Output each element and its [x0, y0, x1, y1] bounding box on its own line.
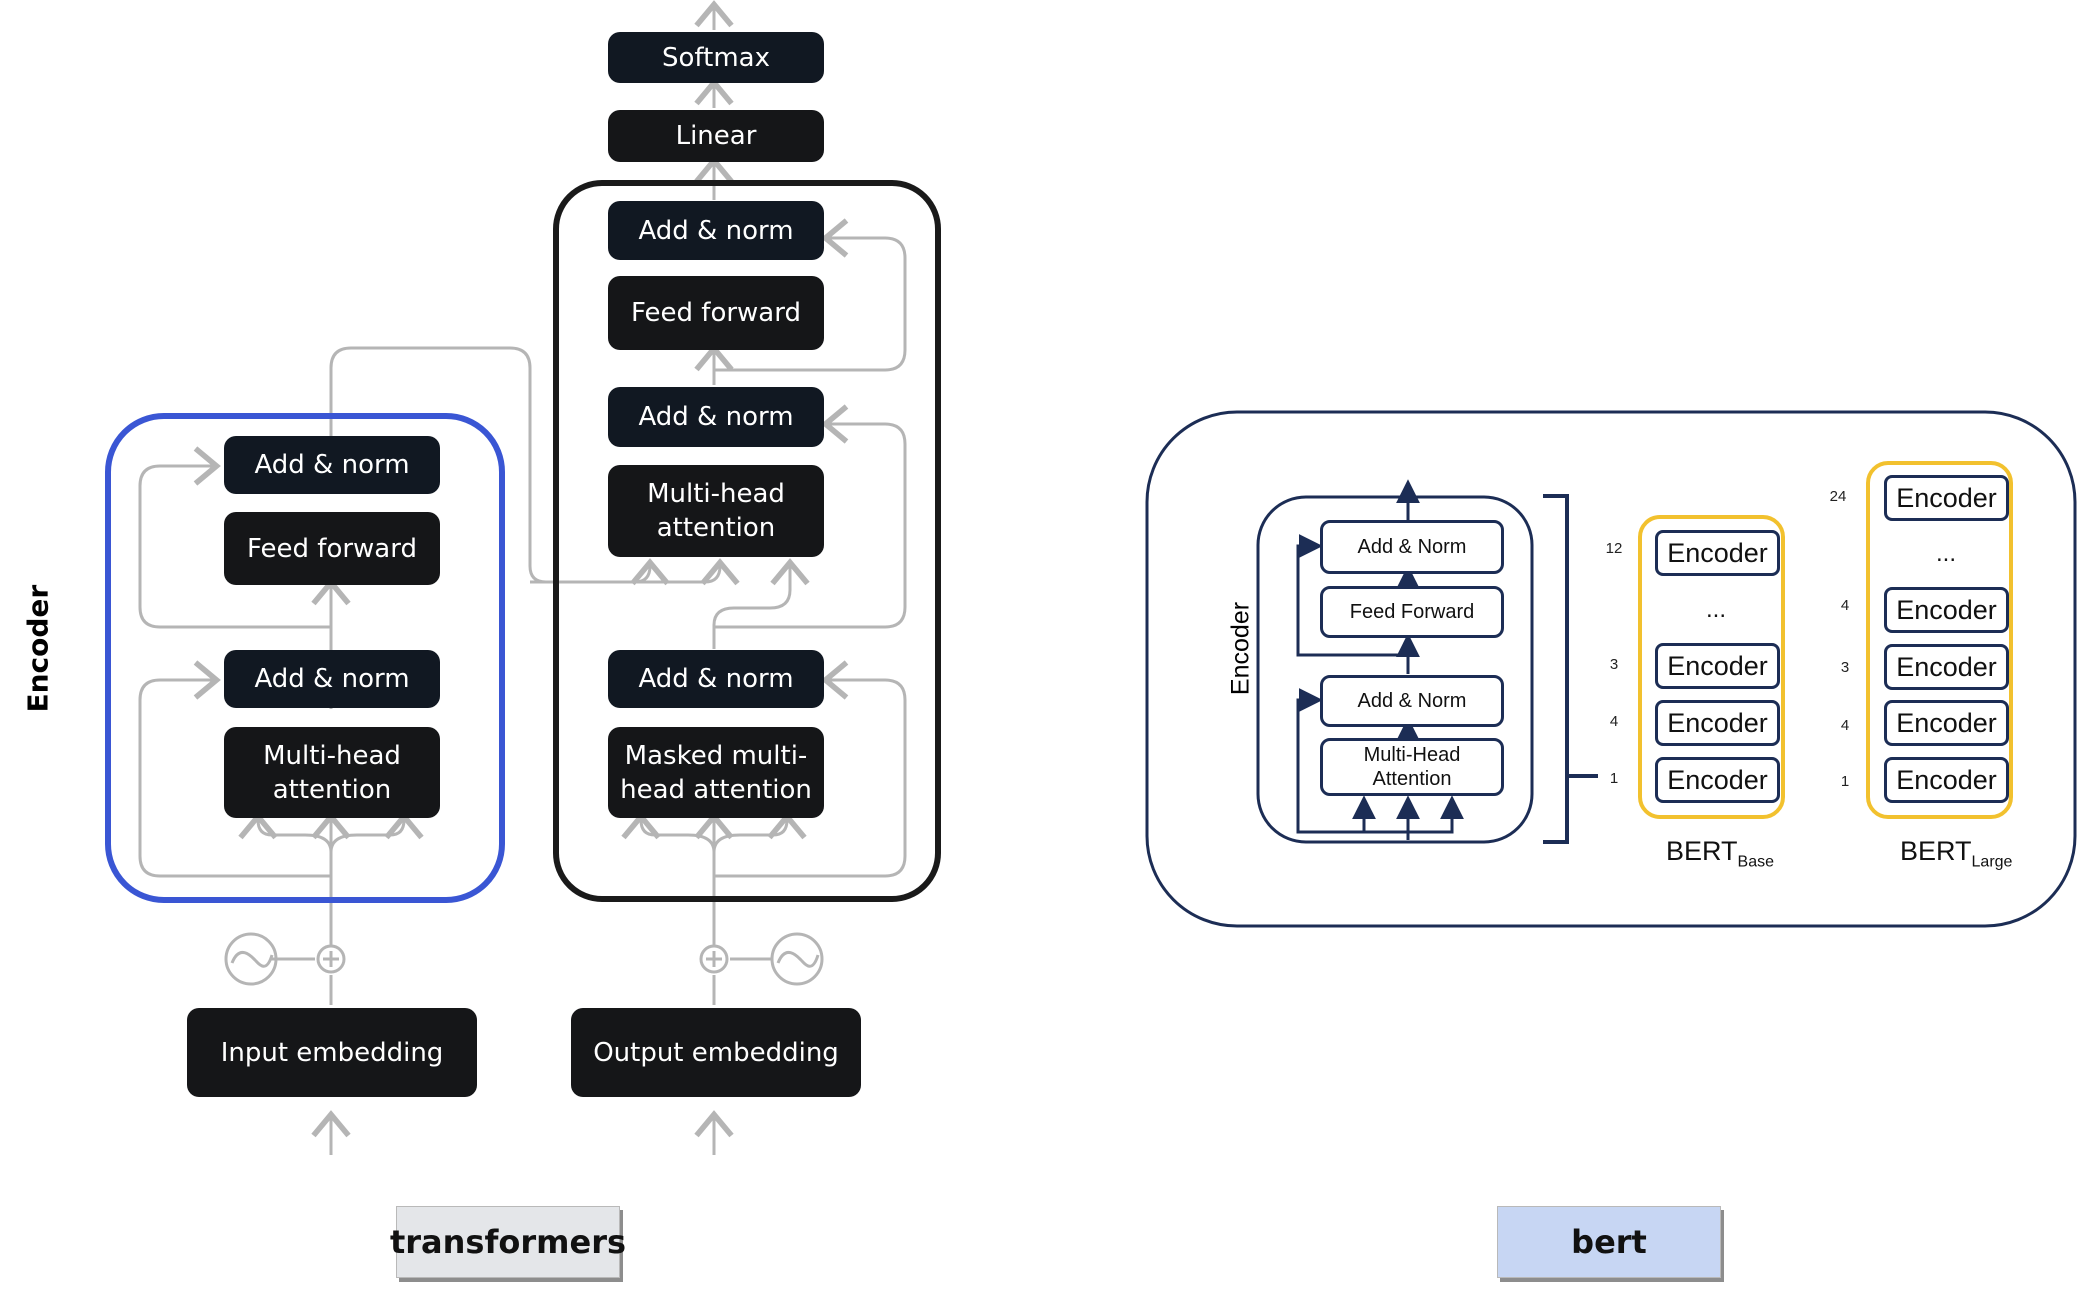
bert-large-layer-num: 3 [1840, 659, 1850, 676]
bert-encoder-wires [1296, 479, 1598, 844]
decoder-multi-head-attention: Multi-head attention [608, 465, 824, 557]
bert-caption: bert [1497, 1206, 1721, 1278]
encoder-add-norm-bottom: Add & norm [224, 650, 440, 708]
softmax-block: Softmax [608, 32, 824, 83]
decoder-positional-encoding [699, 932, 824, 986]
bert-large-name: BERT [1900, 836, 1972, 866]
bert-base-frame [1638, 515, 1785, 819]
bert-large-layer-num: 1 [1840, 773, 1850, 790]
bert-large-label: BERTLarge [1900, 836, 2012, 871]
encoder-add-norm-top: Add & norm [224, 436, 440, 494]
decoder-add-norm-bottom: Add & norm [608, 650, 824, 708]
bert-large-encoder: Encoder [1884, 700, 2009, 746]
bert-base-label: BERTBase [1666, 836, 1774, 871]
bert-large-encoder: Encoder [1884, 475, 2009, 521]
bert-base-sub: Base [1737, 853, 1774, 871]
bert-base-layer-num: 4 [1609, 713, 1619, 730]
bert-base-encoder: Encoder [1655, 643, 1780, 689]
encoder-feed-forward: Feed forward [224, 512, 440, 585]
bert-large-encoder: Encoder [1884, 587, 2009, 633]
bert-base-name: BERT [1666, 836, 1738, 866]
bert-base-encoder: Encoder [1655, 700, 1780, 746]
bert-large-encoder: Encoder [1884, 644, 2009, 690]
bert-large-ellipsis: ... [1935, 540, 1956, 567]
bert-large-layer-num: 24 [1829, 488, 1847, 505]
bert-multi-head-attention: Multi-Head Attention [1320, 738, 1504, 796]
decoder-feed-forward: Feed forward [608, 276, 824, 350]
bert-large-encoder: Encoder [1884, 757, 2009, 803]
encoder-side-label: Encoder [21, 584, 55, 713]
output-embedding-block: Output embedding [571, 1008, 861, 1097]
linear-block: Linear [608, 110, 824, 162]
bert-feed-forward: Feed Forward [1320, 586, 1504, 638]
bert-add-norm-bottom: Add & Norm [1320, 675, 1504, 727]
bert-base-layer-num: 3 [1609, 656, 1619, 673]
encoder-wires [138, 346, 740, 1155]
bert-base-encoder: Encoder [1655, 757, 1780, 803]
transformers-caption: transformers [390, 1206, 626, 1278]
decoder-add-norm-mid: Add & norm [608, 387, 824, 447]
decoder-masked-attention: Masked multi- head attention [608, 727, 824, 818]
bert-base-layer-num: 12 [1605, 540, 1623, 557]
bert-large-sub: Large [1971, 853, 2013, 871]
bert-encoder-side-label: Encoder [1226, 601, 1255, 696]
bert-base-layer-num: 1 [1609, 770, 1619, 787]
encoder-positional-encoding [224, 932, 346, 986]
bert-base-encoder: Encoder [1655, 530, 1780, 576]
bert-large-layer-num: 4 [1840, 597, 1850, 614]
bert-add-norm-top: Add & Norm [1320, 520, 1504, 574]
bert-base-ellipsis: ... [1705, 596, 1726, 623]
bert-encoder-frame [1256, 495, 1534, 844]
decoder-frame [553, 180, 941, 902]
bert-large-frame [1866, 461, 2013, 819]
encoder-frame [105, 413, 505, 903]
bert-large-layer-num: 4 [1840, 717, 1850, 734]
decoder-add-norm-top: Add & norm [608, 201, 824, 260]
encoder-multi-head-attention: Multi-head attention [224, 727, 440, 818]
decoder-wires [621, 0, 907, 1155]
input-embedding-block: Input embedding [187, 1008, 477, 1097]
bert-outer-frame [1145, 410, 2077, 928]
